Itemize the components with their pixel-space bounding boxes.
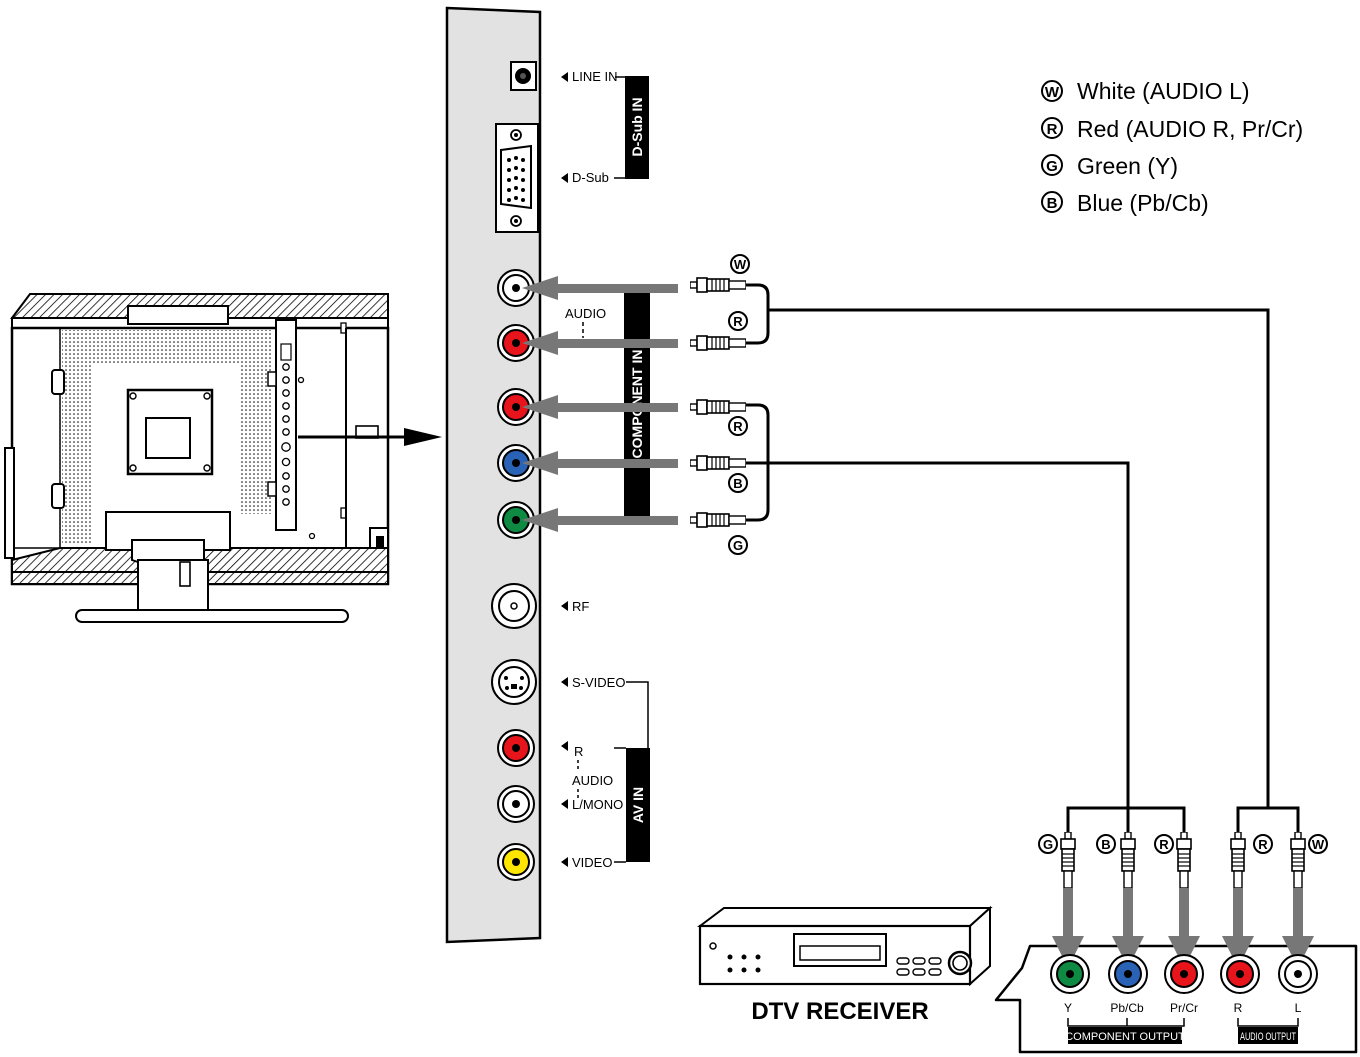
av-video-jack[interactable] <box>497 843 535 881</box>
marker-blue-pb: B <box>733 476 742 491</box>
receiver-audio-r-jack[interactable] <box>1220 954 1260 994</box>
dtv-receiver-label: DTV RECEIVER <box>751 998 928 1025</box>
av-lmono-label: L/MONO <box>572 797 623 812</box>
jack-label-audio-l: L <box>1295 1001 1302 1015</box>
legend-glyph-green: G <box>1046 158 1058 175</box>
jack-label-pr: Pr/Cr <box>1170 1001 1198 1015</box>
line-in-label: LINE IN <box>572 69 618 84</box>
rf-label: RF <box>572 599 589 614</box>
line-in-jack[interactable] <box>510 61 537 91</box>
component-arrows <box>522 276 678 532</box>
jack-label-audio-r: R <box>1234 1001 1243 1015</box>
legend-item-white: W White (AUDIO L) <box>1041 78 1250 104</box>
dsub-connector[interactable] <box>495 123 539 233</box>
plug-marker-audio-l: W <box>1312 837 1325 852</box>
legend-text-red: Red (AUDIO R, Pr/Cr) <box>1077 116 1303 142</box>
legend-glyph-blue: B <box>1047 195 1058 212</box>
receiver-y-jack[interactable] <box>1050 954 1090 994</box>
marker-white-audio: W <box>734 257 747 272</box>
legend-item-blue: B Blue (Pb/Cb) <box>1041 190 1209 216</box>
av-r-label: R <box>574 744 583 759</box>
av-audio-l-jack[interactable] <box>497 785 535 823</box>
component-audio-label: AUDIO <box>565 306 606 321</box>
legend-text-green: Green (Y) <box>1077 153 1178 179</box>
av-group-label: AV IN <box>630 787 646 823</box>
dtv-receiver-device: DTV RECEIVER <box>697 905 993 1025</box>
receiver-jack-labels: Y Pb/Cb Pr/Cr R L COMPONENT OUTPUT AUDIO… <box>1064 1001 1302 1044</box>
svideo-jack[interactable] <box>491 659 537 705</box>
component-audio-l-jack[interactable] <box>497 269 535 307</box>
av-video-label: VIDEO <box>572 855 612 870</box>
dsub-label: D-Sub <box>572 170 609 185</box>
plug-marker-audio-r: R <box>1258 837 1268 852</box>
marker-green-y: G <box>733 538 743 553</box>
plug-marker-y: G <box>1043 837 1053 852</box>
receiver-pb-jack[interactable] <box>1108 954 1148 994</box>
legend-glyph-white: W <box>1045 84 1060 101</box>
receiver-jacks <box>1050 954 1318 994</box>
component-y-jack[interactable] <box>497 501 535 539</box>
plug-marker-pb: B <box>1101 837 1110 852</box>
tv-back-view <box>4 293 442 623</box>
cable-color-markers: W R R B G <box>728 254 750 555</box>
audio-output-label: AUDIO OUTPUT <box>1240 1031 1296 1043</box>
jack-label-pb: Pb/Cb <box>1110 1001 1144 1015</box>
component-audio-r-jack[interactable] <box>497 324 535 362</box>
svideo-label: S-VIDEO <box>572 675 625 690</box>
marker-red-audio: R <box>733 314 743 329</box>
component-output-label: COMPONENT OUTPUT <box>1065 1031 1185 1043</box>
cables <box>745 283 1300 832</box>
legend-item-green: G Green (Y) <box>1041 153 1178 179</box>
legend-text-white: White (AUDIO L) <box>1077 78 1250 104</box>
connector-panel: LINE IN D-Sub D-Sub IN AUDIO COMPONENT I… <box>445 6 650 944</box>
rf-jack[interactable] <box>491 583 537 629</box>
legend-text-blue: Blue (Pb/Cb) <box>1077 190 1209 216</box>
color-legend: W White (AUDIO L) R Red (AUDIO R, Pr/Cr)… <box>1041 78 1303 216</box>
dsub-group-label: D-Sub IN <box>629 97 645 156</box>
jack-label-y: Y <box>1064 1001 1072 1015</box>
receiver-pr-jack[interactable] <box>1164 954 1204 994</box>
legend-glyph-red: R <box>1047 121 1058 138</box>
av-audio-r-jack[interactable] <box>497 729 535 767</box>
receiver-audio-l-jack[interactable] <box>1278 954 1318 994</box>
marker-red-pr: R <box>733 419 743 434</box>
legend-item-red: R Red (AUDIO R, Pr/Cr) <box>1041 116 1303 142</box>
receiver-plug-markers: G B R R W <box>1038 834 1328 854</box>
plug-marker-pr: R <box>1159 837 1169 852</box>
av-audio-label: AUDIO <box>572 773 613 788</box>
receiver-arrows <box>1052 888 1314 968</box>
